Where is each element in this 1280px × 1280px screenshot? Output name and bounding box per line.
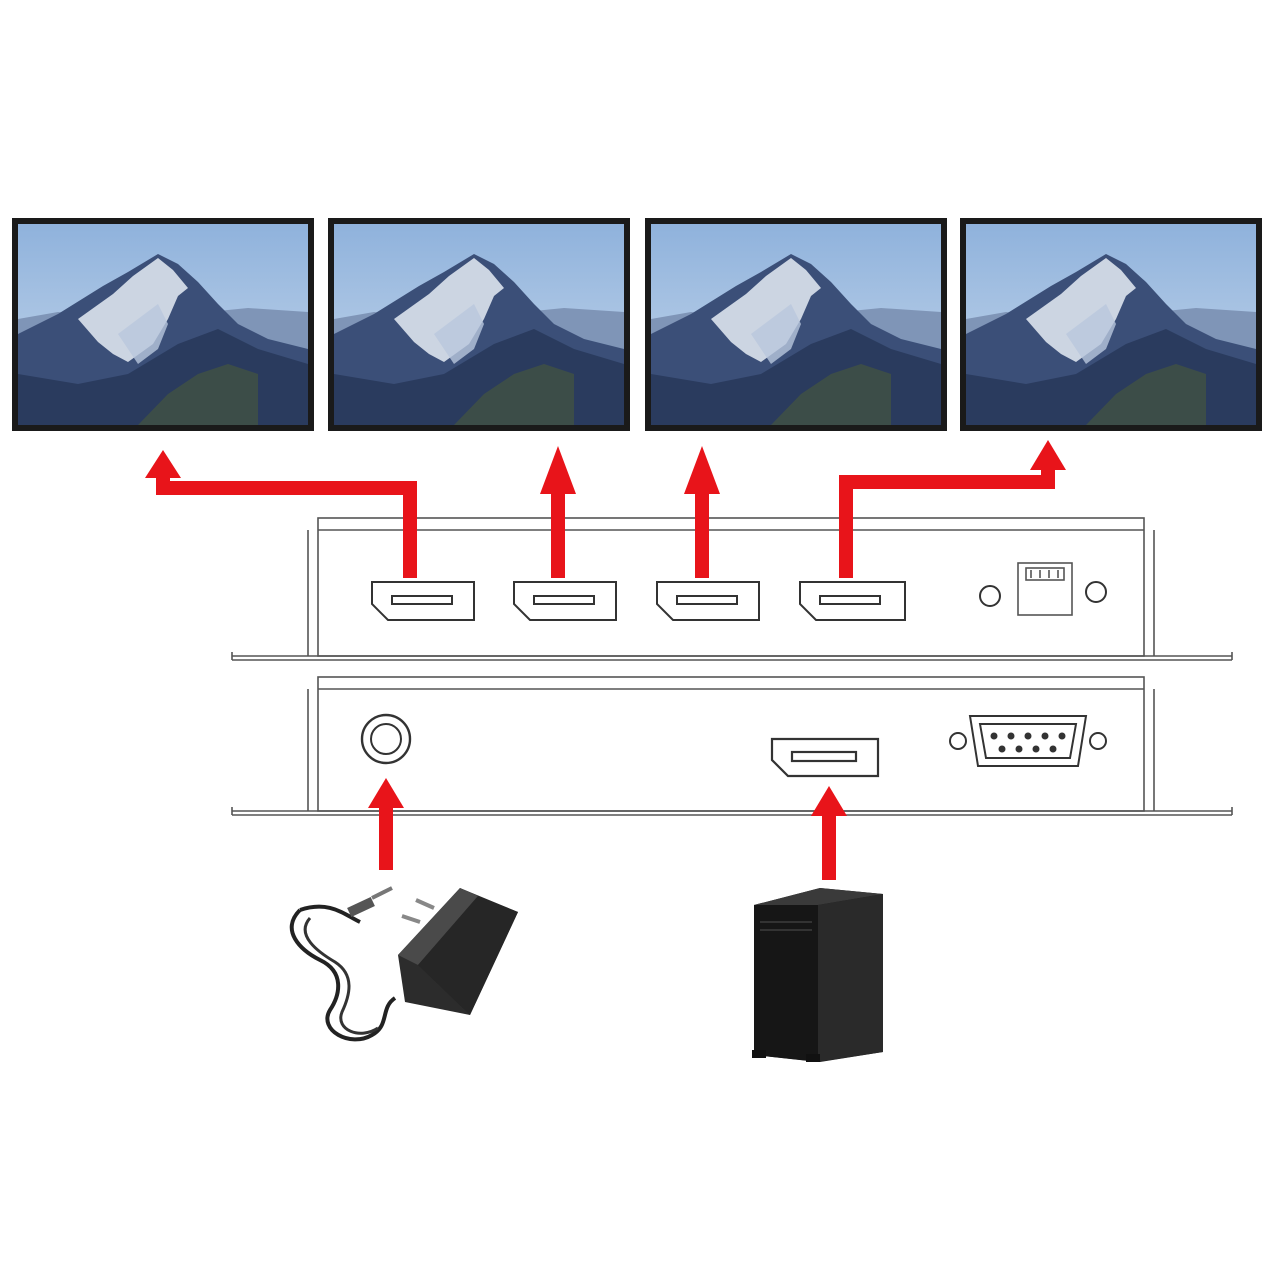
arrowhead-up-icon <box>145 450 181 478</box>
monitor-1 <box>12 218 314 431</box>
arrowhead-up-icon <box>368 778 404 808</box>
dc-power-jack <box>360 713 412 765</box>
splitter-input-panel <box>231 676 1233 816</box>
monitor-3 <box>645 218 947 431</box>
arrow-output-4 <box>839 470 1055 578</box>
pc-tower <box>752 888 883 1062</box>
monitor-4 <box>960 218 1262 431</box>
arrowhead-up-icon <box>811 786 847 816</box>
indicator-led-icon <box>979 585 1001 607</box>
displayport-output-4 <box>799 581 906 621</box>
splitter-output-panel <box>231 517 1233 661</box>
dip-switch-icon <box>1017 562 1073 616</box>
monitor-2 <box>328 218 630 431</box>
arrowhead-up-icon <box>540 446 576 494</box>
arrow-output-1 <box>156 478 417 578</box>
displayport-input <box>770 737 880 778</box>
indicator-led-icon <box>1085 581 1107 603</box>
rs232-db9-port <box>949 715 1107 767</box>
power-adapter <box>289 886 518 1042</box>
arrowhead-up-icon <box>1030 440 1066 470</box>
arrowhead-up-icon <box>684 446 720 494</box>
displayport-output-2 <box>513 581 617 621</box>
displayport-output-1 <box>371 581 475 621</box>
displayport-output-3 <box>656 581 760 621</box>
